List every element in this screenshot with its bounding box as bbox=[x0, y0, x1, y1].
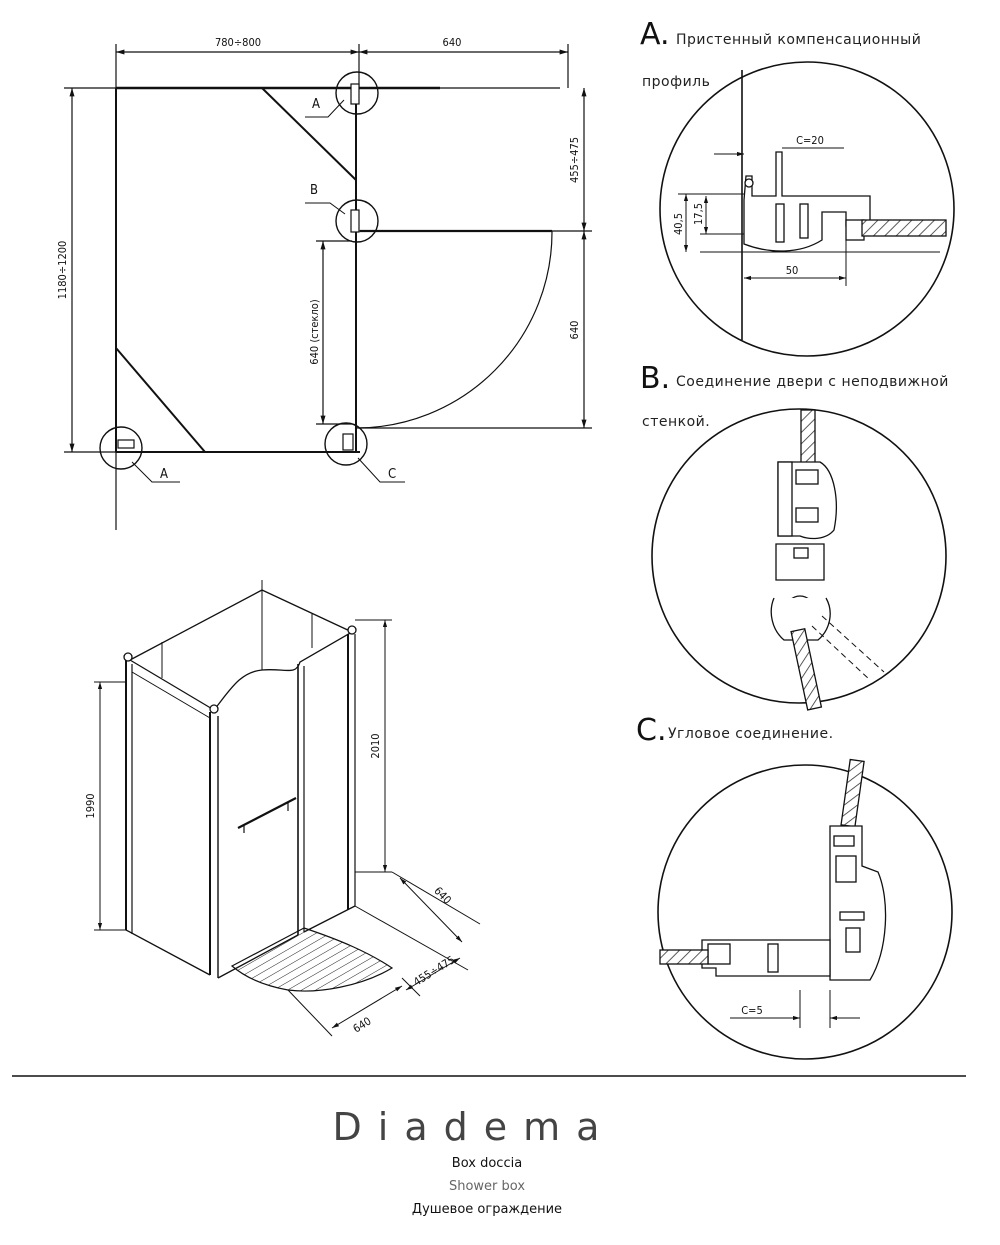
detail-c-caption-1: Угловое соединение. bbox=[668, 726, 834, 742]
detail-c: C. Угловое соединение. bbox=[636, 713, 953, 1060]
dim-right-top: 455÷475 bbox=[568, 137, 581, 183]
dim-left: 1180÷1200 bbox=[56, 241, 69, 300]
plan-dimension-texts: 780÷800 640 1180÷1200 455÷475 640 640 (с… bbox=[56, 36, 581, 482]
dim-right-bottom: 640 bbox=[568, 321, 581, 340]
dim-height-left: 1990 bbox=[84, 793, 97, 818]
label-b: B bbox=[310, 183, 318, 198]
detail-a-dim-40: 40,5 bbox=[672, 213, 685, 235]
detail-b-caption-2: стенкой. bbox=[642, 414, 710, 430]
detail-c-dim-c: C=5 bbox=[741, 1004, 763, 1017]
dim-front: 640 bbox=[351, 1015, 374, 1036]
footer-line-1: Box doccia bbox=[452, 1156, 522, 1171]
dim-top-right: 640 bbox=[443, 36, 462, 49]
dim-top-left: 780÷800 bbox=[215, 36, 261, 49]
detail-b: B. Соединение двери с неподвижной стенко… bbox=[640, 361, 949, 711]
detail-a-dim-c: C=20 bbox=[796, 134, 824, 147]
detail-c-letter: C. bbox=[636, 713, 666, 748]
detail-a-caption-1: Пристенный компенсационный bbox=[676, 32, 921, 48]
detail-a-letter: A. bbox=[640, 17, 670, 52]
iso-dimension-texts: 1990 2010 640 640 455÷475 bbox=[84, 733, 457, 1035]
label-c: C bbox=[388, 467, 396, 482]
label-a-bottom: A bbox=[160, 467, 168, 482]
detail-a-dim-17: 17,5 bbox=[692, 203, 705, 225]
plan-view bbox=[64, 44, 592, 530]
dim-height-right: 2010 bbox=[369, 733, 382, 758]
detail-a-dim-50: 50 bbox=[786, 264, 799, 277]
footer: Diadema Box doccia Shower box Душевое ог… bbox=[333, 1105, 616, 1217]
detail-a-caption-2: профиль bbox=[642, 74, 710, 90]
dim-side: 455÷475 bbox=[411, 953, 457, 988]
dim-inner-glass: 640 (стекло) bbox=[308, 299, 321, 365]
detail-a: A. Пристенный компенсационный профиль bbox=[640, 17, 955, 357]
detail-b-letter: B. bbox=[640, 361, 670, 396]
isometric-view bbox=[94, 580, 481, 1037]
detail-b-caption-1: Соединение двери с неподвижной bbox=[676, 374, 949, 390]
footer-title: Diadema bbox=[333, 1105, 616, 1149]
dim-depth: 640 bbox=[431, 884, 453, 907]
label-a-top: A bbox=[312, 97, 320, 112]
footer-line-3: Душевое ограждение bbox=[412, 1202, 562, 1217]
footer-line-2: Shower box bbox=[449, 1179, 525, 1194]
